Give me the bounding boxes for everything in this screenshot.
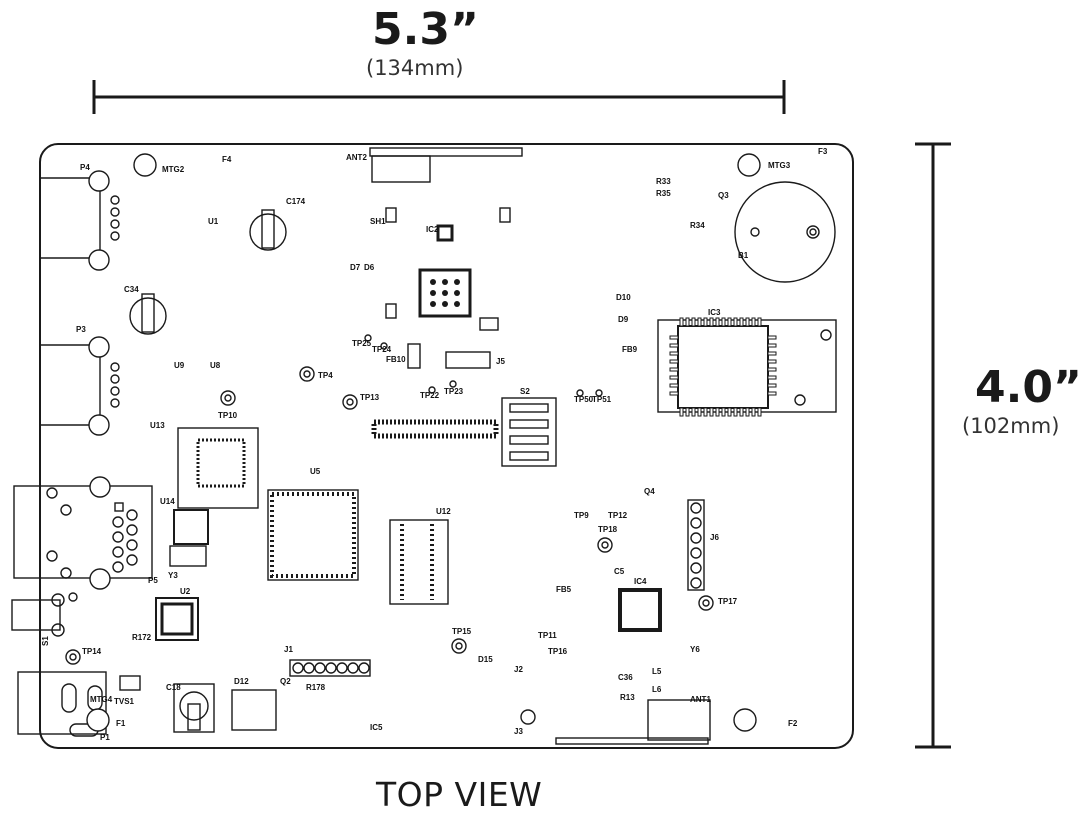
label-j3: J3 <box>514 727 523 736</box>
label-q4: Q4 <box>644 487 655 496</box>
label-r34: R34 <box>690 221 705 230</box>
label-tp18: TP18 <box>598 525 618 534</box>
label-r13: R13 <box>620 693 635 702</box>
label-b1: B1 <box>738 251 749 260</box>
label-r172: R172 <box>132 633 152 642</box>
label-f3: F3 <box>818 147 828 156</box>
label-tp17: TP17 <box>718 597 738 606</box>
label-s2: S2 <box>520 387 530 396</box>
label-fb5: FB5 <box>556 585 572 594</box>
label-ic5: IC5 <box>370 723 383 732</box>
label-p4: P4 <box>80 163 90 172</box>
label-mtg4: MTG4 <box>90 695 113 704</box>
label-u12: U12 <box>436 507 451 516</box>
label-tp13: TP13 <box>360 393 380 402</box>
label-r35: R35 <box>656 189 671 198</box>
label-u13: U13 <box>150 421 165 430</box>
label-ic4: IC4 <box>634 577 647 586</box>
label-tp10: TP10 <box>218 411 238 420</box>
width-dimension-line <box>92 80 786 114</box>
label-u9: U9 <box>174 361 185 370</box>
label-u2: U2 <box>180 587 191 596</box>
label-tp12: TP12 <box>608 511 628 520</box>
label-c18: C18 <box>166 683 181 692</box>
label-tp25: TP25 <box>352 339 372 348</box>
height-dimension-mm: (102mm) <box>962 414 1060 438</box>
label-fb10: FB10 <box>386 355 406 364</box>
label-u5: U5 <box>310 467 321 476</box>
label-j5: J5 <box>496 357 505 366</box>
label-tp23: TP23 <box>444 387 464 396</box>
label-ant1: ANT1 <box>690 695 711 704</box>
label-ic2: IC2 <box>426 225 439 234</box>
label-tp14: TP14 <box>82 647 102 656</box>
label-r33: R33 <box>656 177 671 186</box>
label-p5: P5 <box>148 576 158 585</box>
label-s1: S1 <box>41 636 50 646</box>
label-f4: F4 <box>222 155 232 164</box>
label-j6: J6 <box>710 533 719 542</box>
label-ic3: IC3 <box>708 308 721 317</box>
label-f1: F1 <box>116 719 126 728</box>
label-c5: C5 <box>614 567 625 576</box>
label-j1: J1 <box>284 645 293 654</box>
label-tp22: TP22 <box>420 391 440 400</box>
label-tp24: TP24 <box>372 345 392 354</box>
height-dimension-line <box>915 142 951 749</box>
ic3-pins <box>669 317 777 417</box>
label-tp15: TP15 <box>452 627 472 636</box>
label-d10: D10 <box>616 293 631 302</box>
label-tp51: TP51 <box>592 395 612 404</box>
label-tp9: TP9 <box>574 511 589 520</box>
label-q2: Q2 <box>280 677 291 686</box>
pcb-outline <box>39 143 854 749</box>
label-l6: L6 <box>652 685 662 694</box>
label-sh1: SH1 <box>370 217 386 226</box>
label-mtg3: MTG3 <box>768 161 791 170</box>
label-r178: R178 <box>306 683 326 692</box>
label-tp4: TP4 <box>318 371 333 380</box>
label-c34: C34 <box>124 285 139 294</box>
height-dimension-inches: 4.0” <box>975 362 1078 413</box>
label-f2: F2 <box>788 719 798 728</box>
label-p1: P1 <box>100 733 110 742</box>
label-u8: U8 <box>210 361 221 370</box>
label-mtg2: MTG2 <box>162 165 185 174</box>
label-c36: C36 <box>618 673 633 682</box>
label-tp50: TP50 <box>574 395 594 404</box>
label-tp16: TP16 <box>548 647 568 656</box>
label-tp11: TP11 <box>538 631 557 640</box>
label-y3: Y3 <box>168 571 178 580</box>
label-y6: Y6 <box>690 645 700 654</box>
top-view-label: TOP VIEW <box>376 775 543 814</box>
label-d9: D9 <box>618 315 629 324</box>
width-dimension-mm: (134mm) <box>366 56 464 80</box>
label-fb9: FB9 <box>622 345 638 354</box>
label-j2: J2 <box>514 665 523 674</box>
label-tvs1: TVS1 <box>114 697 135 706</box>
label-c174: C174 <box>286 197 306 206</box>
width-dimension-inches: 5.3” <box>372 4 479 55</box>
label-ant2: ANT2 <box>346 153 367 162</box>
label-p3: P3 <box>76 325 86 334</box>
label-d7: D7 <box>350 263 361 272</box>
label-d12: D12 <box>234 677 249 686</box>
label-l5: L5 <box>652 667 662 676</box>
label-u1: U1 <box>208 217 219 226</box>
label-q3: Q3 <box>718 191 729 200</box>
label-d6: D6 <box>364 263 375 272</box>
label-u14: U14 <box>160 497 175 506</box>
label-d15: D15 <box>478 655 493 664</box>
